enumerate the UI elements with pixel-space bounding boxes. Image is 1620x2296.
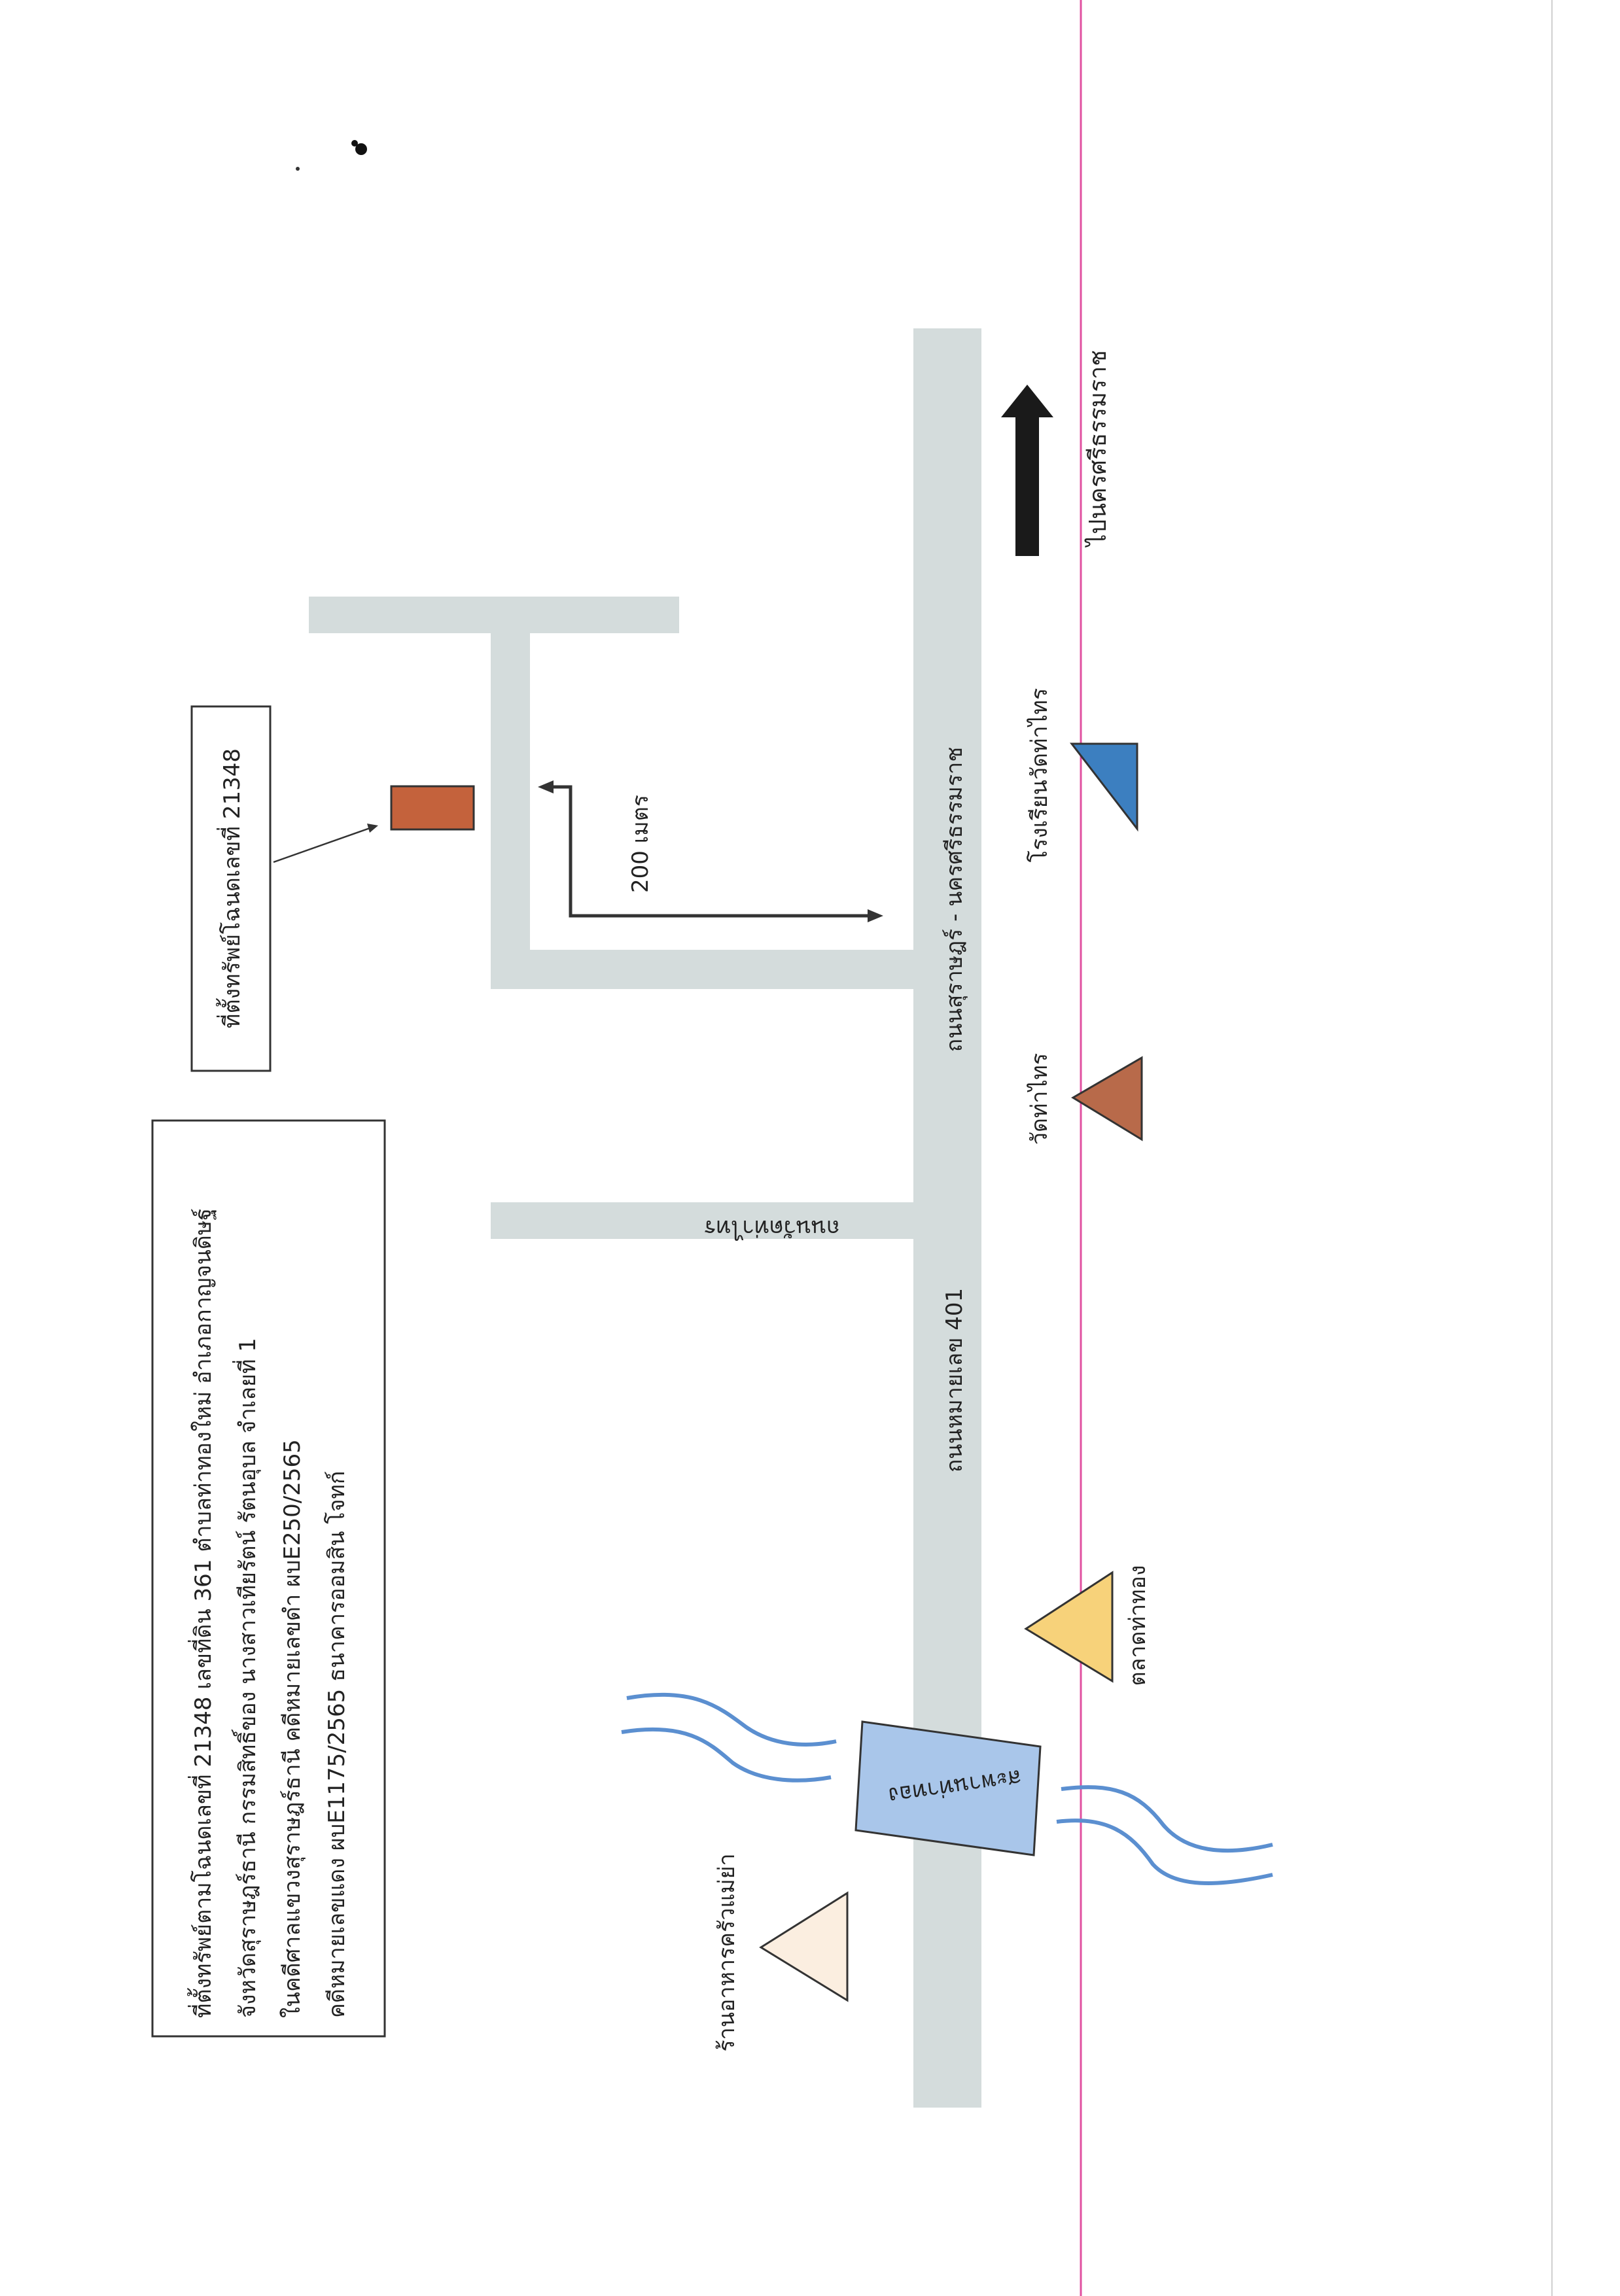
info-line-1: ที่ตั้งทรัพย์ตามโฉนดเลขที่ 21348 เลขที่ด… [187, 1208, 217, 2018]
info-box [151, 1119, 386, 2038]
scan-speck [355, 143, 367, 155]
property-callout-label: ที่ตั้งทรัพย์โฉนดเลขที่ 21348 [216, 748, 245, 1028]
distance-label: 200 เมตร [627, 795, 654, 893]
landmark-market-triangle [1024, 1571, 1114, 1683]
river-line-upper-left [626, 1692, 837, 1747]
direction-arrow-shaft [1015, 412, 1039, 556]
direction-label: ไปนครศรีธรรมราช [1084, 350, 1112, 548]
side-road-wat-tha-sai [491, 1202, 913, 1239]
river-line-upper-right [1061, 1785, 1273, 1853]
landmark-school-triangle [1069, 742, 1138, 832]
road-label-route-401: ถนนหมายเลข 401 [942, 1288, 968, 1472]
river-line-lower-right [1056, 1818, 1273, 1885]
distance-route-line [548, 785, 870, 918]
connector-road [491, 950, 913, 989]
top-cross-road [309, 597, 679, 633]
landmark-temple-triangle [1071, 1056, 1143, 1141]
callout-pointer-head [367, 824, 378, 833]
road-label-surat-nakhon: ถนนสุราษฎร์ - นครศรีธรรมราช [942, 747, 968, 1052]
landmark-restaurant-label: ร้านอาหารครัวแม่ย่า [714, 1853, 740, 2051]
road-label-wat-tha-sai: ถนนวัดท่าไทร [704, 1215, 840, 1241]
distance-arrow-head-right [868, 909, 883, 922]
landmark-restaurant-triangle [759, 1891, 849, 2002]
landmark-market-label: ตลาดท่าทอง [1125, 1565, 1151, 1686]
direction-arrow-head [1001, 385, 1053, 417]
bridge-tha-thong [854, 1720, 1042, 1856]
distance-arrow-head-up [538, 780, 554, 793]
scan-speck [296, 167, 300, 171]
info-line-4: คดีหมายเลขแดง ผบE1175/2565 ธนาคารออมสิน … [324, 1471, 350, 2019]
scan-speck [351, 140, 358, 147]
info-line-3: ในคดีศาลแขวงสุราษฎร์ธานี คดีหมายเลขดำ ผบ… [279, 1439, 306, 2018]
landmark-temple-label: วัดท่าไทร [1027, 1053, 1053, 1145]
landmark-school-label: โรงเรียนวัดท่าไทร [1027, 688, 1053, 863]
property-marker [390, 785, 475, 831]
info-line-2: จังหวัดสุราษฎร์ธานี กรรมสิทธิ์ของ นางสาว… [231, 1338, 261, 2018]
property-lane [491, 633, 530, 989]
river-line-lower-left [621, 1727, 832, 1783]
callout-pointer [273, 826, 372, 863]
property-callout-box [190, 705, 272, 1072]
